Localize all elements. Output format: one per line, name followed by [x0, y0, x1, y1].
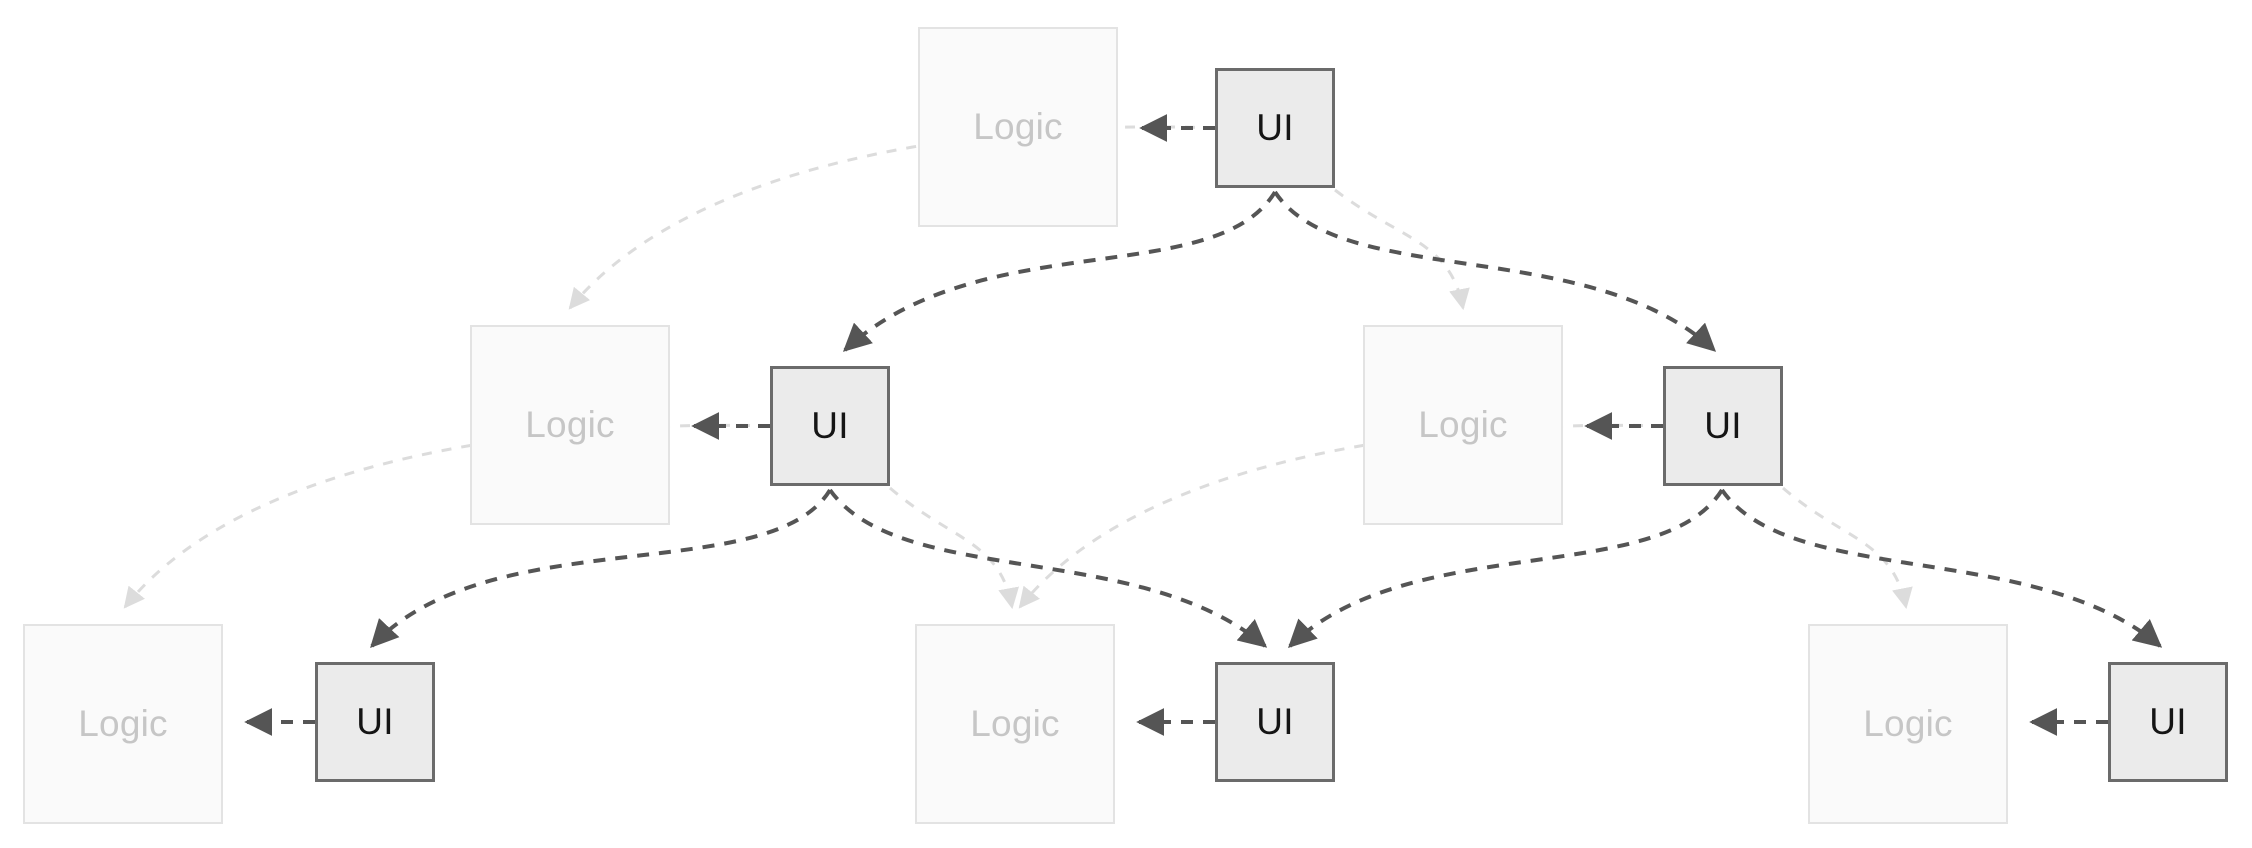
edge-ui-r-to-logic-lr [1018, 423, 1664, 609]
node-logic-ll[interactable]: Logic [23, 624, 223, 824]
node-label-ui-root: UI [1256, 106, 1294, 148]
edge-ui-root-to-logic-l [568, 125, 1216, 310]
node-label-logic-l: Logic [525, 403, 615, 445]
node-logic-r[interactable]: Logic [1363, 325, 1563, 525]
node-label-logic-lr: Logic [970, 702, 1060, 744]
node-label-logic-root: Logic [973, 105, 1063, 147]
node-label-ui-r: UI [1704, 404, 1742, 446]
node-ui-lr[interactable]: UI [1215, 662, 1335, 782]
node-logic-l[interactable]: Logic [470, 325, 670, 525]
node-ui-ll[interactable]: UI [315, 662, 435, 782]
node-logic-rr[interactable]: Logic [1808, 624, 2008, 824]
node-label-ui-ll: UI [356, 700, 394, 742]
node-ui-r[interactable]: UI [1663, 366, 1783, 486]
node-ui-rr[interactable]: UI [2108, 662, 2228, 782]
node-logic-lr[interactable]: Logic [915, 624, 1115, 824]
node-label-ui-lr: UI [1256, 700, 1294, 742]
edge-ui-l-to-ui-lr [828, 488, 1268, 648]
edge-ui-root-to-logic-r [1334, 188, 1470, 311]
node-ui-root[interactable]: UI [1215, 68, 1335, 188]
edge-ui-l-to-logic-ll [123, 423, 771, 609]
node-label-logic-rr: Logic [1863, 702, 1953, 744]
edge-ui-r-to-logic-rr [1782, 486, 1913, 610]
edge-ui-l-to-logic-lr [889, 486, 1019, 610]
node-ui-l[interactable]: UI [770, 366, 890, 486]
node-label-logic-ll: Logic [78, 702, 168, 744]
node-label-ui-l: UI [811, 404, 849, 446]
node-label-ui-rr: UI [2149, 700, 2187, 742]
edge-ui-r-to-ui-rr [1720, 488, 2163, 648]
node-logic-root[interactable]: Logic [918, 27, 1118, 227]
node-label-logic-r: Logic [1418, 403, 1508, 445]
